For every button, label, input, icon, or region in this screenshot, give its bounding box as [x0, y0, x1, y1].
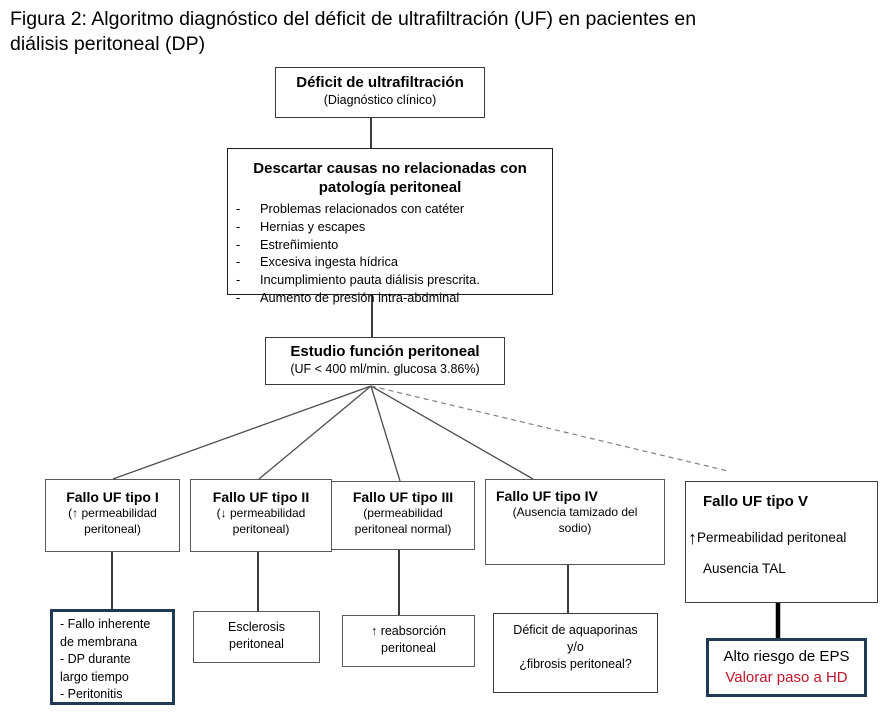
edge-estudio-tipo2	[258, 385, 372, 480]
causes-list: - Problemas relacionados con catéter - H…	[228, 200, 552, 307]
text-line: Déficit de aquaporinas	[513, 623, 638, 637]
text-line: Esclerosis	[228, 620, 285, 634]
node-fallo-uf-tipo-1: Fallo UF tipo I (↑ permeabilidad periton…	[45, 479, 180, 552]
node-subtitle-line2: sodio)	[558, 520, 592, 535]
figure-title-line1: Figura 2: Algoritmo diagnóstico del défi…	[10, 8, 697, 30]
node-descartar-causas: Descartar causas no relacionadas con pat…	[227, 148, 553, 305]
node-deficit-aquaporinas: Déficit de aquaporinas y/o ¿fibrosis per…	[493, 613, 658, 693]
list-item-text: Incumplimiento pauta diálisis prescrita.	[260, 272, 480, 288]
text-line: de membrana	[60, 634, 138, 649]
valorar-hd-warning-text: Valorar paso a HD	[725, 669, 848, 686]
edge-estudio-tipo3	[370, 385, 401, 482]
node-alto-riesgo-eps: Alto riesgo de EPS Valorar paso a HD	[706, 638, 867, 697]
list-item: - Incumplimiento pauta diálisis prescrit…	[228, 271, 552, 289]
text-line: - Fallo inherente	[60, 617, 151, 631]
node-subtitle-line1: (↓ permeabilidad	[216, 506, 306, 520]
bullet-dash: -	[236, 236, 241, 252]
list-item: - Hernias y escapes	[228, 218, 552, 236]
node-title: Fallo UF tipo V	[703, 493, 808, 510]
node-subtitle-line2: peritoneal)	[232, 521, 290, 536]
node-reabsorcion-peritoneal: ↑ reabsorción peritoneal	[342, 615, 475, 667]
node-title: Déficit de ultrafiltración	[296, 74, 464, 91]
node-title: Fallo UF tipo IV	[496, 488, 598, 504]
text-line: ↑ reabsorción	[370, 624, 447, 638]
node-title: Estudio función peritoneal	[290, 343, 480, 360]
text-line: y/o	[567, 640, 584, 654]
list-item-text: Excesiva ingesta hídrica	[260, 254, 398, 270]
node-title-line1: Descartar causas no relacionadas con	[253, 160, 527, 177]
node-subtitle: (Diagnóstico clínico)	[323, 93, 437, 107]
text-line: peritoneal	[381, 641, 436, 655]
node-subtitle: (UF < 400 ml/min. glucosa 3.86%)	[290, 362, 480, 376]
text-line: - Peritonitis	[60, 687, 123, 702]
permeability-line: ↑ Permeabilidad peritoneal	[688, 527, 871, 548]
text-line: ¿fibrosis peritoneal?	[519, 657, 632, 671]
node-fallo-uf-tipo-3: Fallo UF tipo III (permeabilidad periton…	[331, 481, 475, 550]
node-subtitle-line1: (↑ permeabilidad	[68, 506, 157, 520]
node-estudio-funcion-peritoneal: Estudio función peritoneal (UF < 400 ml/…	[265, 337, 505, 385]
text-line: largo tiempo	[60, 669, 129, 684]
node-esclerosis-peritoneal: Esclerosis peritoneal	[193, 611, 320, 663]
list-item: - Excesiva ingesta hídrica	[228, 253, 552, 271]
list-item-text: Problemas relacionados con catéter	[260, 201, 465, 216]
figure-title: Figura 2: Algoritmo diagnóstico del défi…	[10, 7, 870, 58]
bullet-dash: -	[236, 201, 241, 216]
list-item-text: Estreñimiento	[260, 236, 339, 252]
list-item-text: Aumento de presión intra-abdminal	[260, 289, 460, 305]
up-arrow-icon: ↑	[688, 527, 697, 548]
node-subtitle-line1: (permeabilidad	[363, 506, 443, 520]
node-title: Fallo UF tipo II	[212, 489, 310, 505]
list-item: - Estreñimiento	[228, 236, 552, 254]
list-item-text: Hernias y escapes	[260, 218, 366, 234]
node-title: Fallo UF tipo III	[352, 489, 454, 505]
edge-estudio-tipo1	[112, 385, 372, 480]
edge-estudio-tipo5-dashed	[370, 385, 729, 472]
list-item: - Problemas relacionados con catéter	[228, 200, 552, 218]
figure-title-line2: diálisis peritoneal (DP)	[10, 33, 206, 56]
node-fallo-uf-tipo-5: Fallo UF tipo V ↑ Permeabilidad peritone…	[685, 481, 878, 603]
bullet-dash: -	[236, 254, 241, 270]
node-fallo-uf-tipo-4: Fallo UF tipo IV (Ausencia tamizado del …	[485, 479, 665, 565]
ausencia-tal-text: Ausencia TAL	[703, 561, 786, 576]
list-item: - Aumento de presión intra-abdminal	[228, 289, 552, 307]
node-deficit-ultrafiltracion: Déficit de ultrafiltración (Diagnóstico …	[275, 67, 485, 118]
text-line: - DP durante	[60, 652, 131, 667]
node-subtitle-line1: (Ausencia tamizado del	[512, 505, 638, 519]
bullet-dash: -	[236, 289, 241, 305]
node-subtitle-line2: peritoneal normal)	[354, 521, 452, 536]
eps-risk-text: Alto riesgo de EPS	[723, 648, 850, 665]
node-causas-tipo-1: - Fallo inherente de membrana - DP duran…	[50, 609, 175, 705]
permeability-text: Permeabilidad peritoneal	[697, 530, 847, 545]
bullet-dash: -	[236, 272, 241, 288]
edge-estudio-tipo4	[370, 385, 534, 480]
node-title: Fallo UF tipo I	[66, 489, 159, 505]
bullet-dash: -	[236, 218, 241, 234]
node-fallo-uf-tipo-2: Fallo UF tipo II (↓ permeabilidad perito…	[190, 479, 332, 552]
node-subtitle-line2: peritoneal)	[84, 521, 141, 536]
text-line: peritoneal	[229, 637, 284, 651]
node-title-line2: patología peritoneal	[318, 179, 462, 196]
